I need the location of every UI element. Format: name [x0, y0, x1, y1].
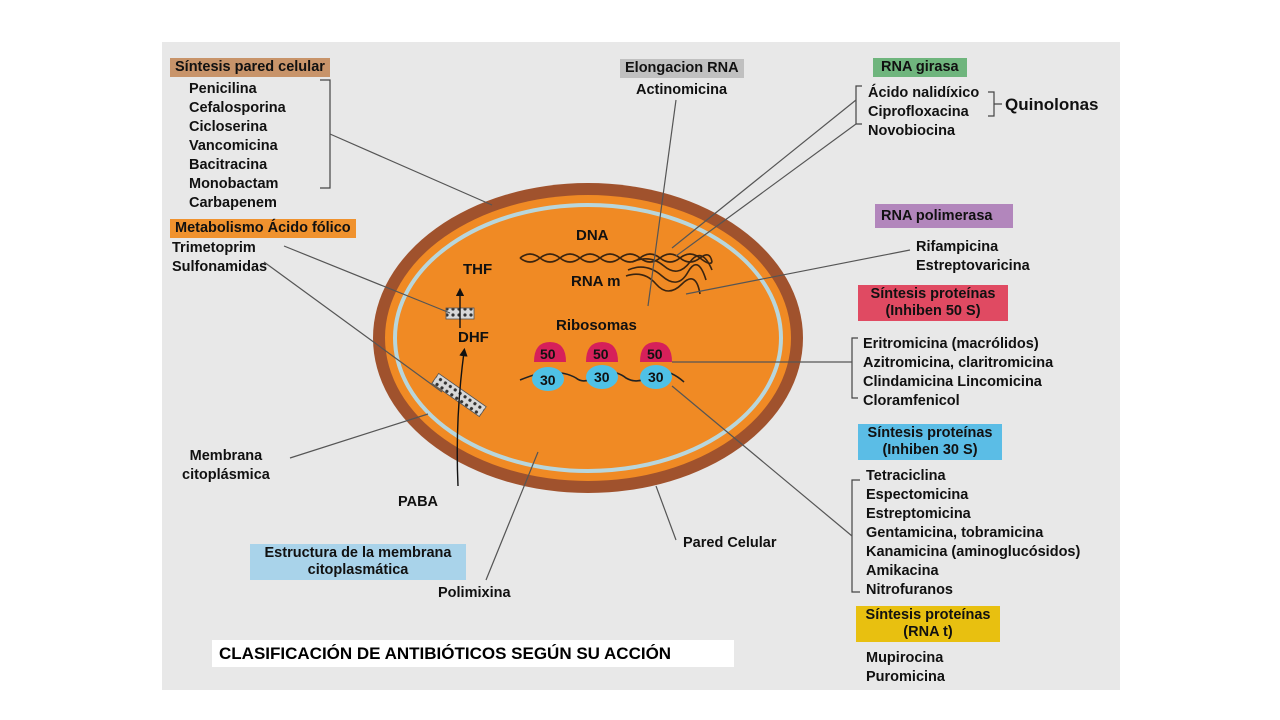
- list-item: Tetraciclina: [866, 468, 946, 484]
- bracket-girasa: [855, 85, 862, 125]
- ribosome-2: [586, 342, 618, 389]
- leader-pared-celular: [655, 485, 677, 541]
- ribosome-3: [640, 342, 672, 389]
- leader-folico-1: [283, 245, 451, 314]
- list-item: Cefalosporina: [189, 100, 286, 116]
- label-30s-2: 30: [594, 369, 610, 385]
- label-thf: THF: [463, 261, 493, 278]
- list-item: Sulfonamidas: [172, 259, 268, 275]
- label-50s-1: 50: [540, 346, 556, 362]
- list-item: Ácido nalidíxico: [868, 85, 980, 101]
- list-item: Amikacina: [866, 563, 939, 579]
- header-line: Estructura de la membrana: [264, 545, 452, 561]
- header-sintesis-rnat: Síntesis proteínas (RNA t): [856, 606, 1000, 642]
- header-rna-polimerasa: RNA polimerasa: [875, 204, 1013, 228]
- bracket-quinolonas: [988, 91, 1002, 117]
- leader-folico-2: [263, 261, 443, 393]
- header-metabolismo-folico: Metabolismo Ácido fólico: [170, 219, 356, 238]
- list-rna-polimerasa: Rifampicina Estreptovaricina: [916, 238, 1030, 276]
- list-item: Vancomicina: [189, 138, 278, 154]
- ribosome-1: [532, 342, 566, 391]
- list-item: Trimetoprim: [172, 240, 256, 256]
- leader-lines: [263, 99, 911, 581]
- list-item: Puromicina: [866, 669, 945, 685]
- label-rna-m: RNA m: [571, 273, 621, 290]
- list-item: Ciprofloxacina: [868, 104, 969, 120]
- header-line: (RNA t): [903, 624, 953, 640]
- list-rna-girasa: Ácido nalidíxico Ciprofloxacina Novobioc…: [868, 84, 979, 141]
- label-quinolonas: Quinolonas: [1005, 95, 1099, 114]
- header-sintesis-pared: Síntesis pared celular: [170, 58, 330, 77]
- list-item: Estreptomicina: [866, 506, 971, 522]
- bracket-s30: [851, 479, 860, 593]
- list-item: Bacitracina: [189, 157, 268, 173]
- list-item: Nitrofuranos: [866, 582, 953, 598]
- list-item: Gentamicina, tobramicina: [866, 525, 1044, 541]
- dna-strands: [519, 253, 713, 295]
- header-line: citoplasmática: [307, 562, 409, 578]
- label-pared-celular: Pared Celular: [683, 535, 777, 551]
- label-30s-1: 30: [540, 372, 556, 388]
- bracket-pared: [320, 79, 331, 189]
- list-item: Estreptovaricina: [916, 258, 1030, 274]
- cytoplasmic-membrane: [393, 203, 783, 473]
- header-elongacion-rna: Elongacion RNA: [620, 59, 744, 78]
- list-item: Mupirocina: [866, 650, 944, 666]
- list-elongacion-rna: Actinomicina: [636, 81, 727, 100]
- label-membrana-citoplasmica: Membrana citoplásmica: [182, 447, 270, 485]
- label-dna: DNA: [576, 227, 609, 244]
- list-item: Kanamicina (aminoglucósidos): [866, 544, 1081, 560]
- header-line: Síntesis proteínas: [865, 607, 991, 623]
- list-item: Rifampicina: [916, 239, 999, 255]
- label-line: citoplásmica: [182, 467, 270, 483]
- label-30s-3: 30: [648, 369, 664, 385]
- header-line: (Inhiben 30 S): [882, 442, 978, 458]
- bracket-s50: [851, 337, 858, 399]
- list-item: Novobiocina: [868, 123, 956, 139]
- header-rna-girasa: RNA girasa: [873, 58, 967, 77]
- list-sintesis-50s: Eritromicina (macrólidos) Azitromicina, …: [863, 335, 1053, 411]
- header-line: (Inhiben 50 S): [885, 303, 981, 319]
- list-item: Monobactam: [189, 176, 279, 192]
- label-paba: PABA: [398, 494, 439, 510]
- list-item: Cloramfenicol: [863, 393, 960, 409]
- list-metabolismo-folico: Trimetoprim Sulfonamidas: [172, 239, 267, 277]
- header-estructura-membrana: Estructura de la membrana citoplasmática: [250, 544, 466, 580]
- list-item: Espectomicina: [866, 487, 969, 503]
- label-line: Membrana: [189, 448, 263, 464]
- list-item: Carbapenem: [189, 195, 277, 211]
- label-polimixina: Polimixina: [438, 585, 511, 601]
- leader-polimerasa: [685, 249, 911, 295]
- header-sintesis-50s: Síntesis proteínas (Inhiben 50 S): [858, 285, 1008, 321]
- label-50s-3: 50: [647, 346, 663, 362]
- list-item: Actinomicina: [636, 82, 728, 98]
- leader-s30: [671, 385, 853, 537]
- list-item: Eritromicina (macrólidos): [863, 336, 1039, 352]
- list-sintesis-pared: Penicilina Cefalosporina Cicloserina Van…: [189, 80, 286, 213]
- header-line: Síntesis proteínas: [867, 425, 993, 441]
- leader-pared: [329, 133, 493, 206]
- leader-girasa-1: [671, 99, 857, 249]
- list-item: Cicloserina: [189, 119, 268, 135]
- list-item: Penicilina: [189, 81, 257, 97]
- header-sintesis-30s: Síntesis proteínas (Inhiben 30 S): [858, 424, 1002, 460]
- leader-girasa-2: [675, 123, 857, 257]
- list-sintesis-30s: Tetraciclina Espectomicina Estreptomicin…: [866, 467, 1080, 600]
- leader-polimixina: [485, 451, 539, 581]
- arrow-paba-dhf: [456, 347, 468, 487]
- leader-membrana: [289, 413, 429, 459]
- label-ribosomas: Ribosomas: [556, 317, 637, 334]
- list-sintesis-rnat: Mupirocina Puromicina: [866, 649, 945, 687]
- leader-elongacion: [647, 99, 677, 307]
- label-50s-2: 50: [593, 346, 609, 362]
- diagram-title: CLASIFICACIÓN DE ANTIBIÓTICOS SEGÚN SU A…: [212, 640, 734, 667]
- list-item: Clindamicina Lincomicina: [863, 374, 1042, 390]
- header-line: Síntesis proteínas: [870, 286, 996, 302]
- list-item: Azitromicina, claritromicina: [863, 355, 1054, 371]
- label-dhf: DHF: [458, 329, 489, 346]
